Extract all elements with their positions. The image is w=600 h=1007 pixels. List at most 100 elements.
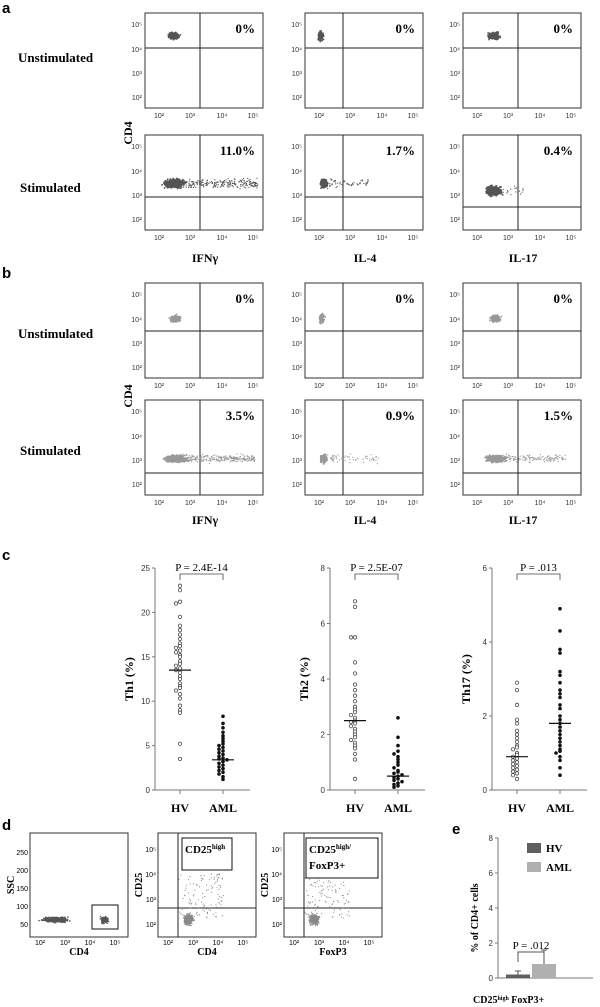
x-axis-title: FoxP3	[319, 947, 346, 958]
x-tick-label: 10²	[314, 383, 325, 390]
x-tick-label: 10⁴	[377, 235, 388, 242]
y-tick-label: 10³	[132, 71, 143, 78]
y-tick-label: 10²	[292, 482, 303, 489]
data-point-aml	[217, 765, 221, 769]
data-point-hv	[177, 710, 183, 715]
x-tick-label: 10²	[314, 235, 325, 242]
data-point-hv	[348, 635, 354, 640]
x-tick-label: 10³	[185, 235, 196, 242]
quadrant-percentage: 0%	[236, 291, 256, 306]
data-point-aml	[392, 782, 396, 787]
flow-event-cloud	[484, 453, 566, 464]
flow-plot-frame-b-stim-1	[304, 399, 424, 496]
data-point-aml	[396, 760, 400, 765]
data-point-aml	[558, 703, 562, 707]
category-label: HV	[171, 801, 189, 815]
y-tick-label: 200	[16, 868, 28, 875]
legend-swatch-hv	[527, 843, 541, 853]
y-tick-label: 10⁵	[131, 22, 142, 29]
data-point-hv	[177, 670, 183, 675]
flow-event-cloud	[168, 313, 182, 323]
data-point-hv	[514, 763, 520, 769]
x-tick-label: 10⁴	[217, 235, 228, 242]
data-point-hv	[514, 745, 520, 750]
x-tick-label: 10⁴	[535, 235, 546, 242]
y-tick-label: 6	[483, 564, 488, 573]
data-point-aml	[396, 757, 400, 762]
data-point-aml	[558, 629, 562, 633]
y-tick-label: 10³	[132, 193, 143, 200]
data-point-hv	[514, 739, 520, 745]
y-tick-label: 0	[321, 786, 326, 795]
event-cloud	[38, 915, 110, 925]
data-point-hv	[352, 710, 358, 715]
x-tick-label: 10⁵	[408, 383, 419, 390]
data-point-aml	[558, 740, 562, 744]
y-axis-title: SSC	[6, 876, 17, 894]
data-point-hv	[352, 735, 358, 740]
x-axis-label-a-il17: IL-17	[509, 251, 538, 265]
category-label: HV	[508, 801, 526, 815]
y-tick-label: 20	[141, 608, 150, 617]
x-tick-label: 10²	[472, 500, 483, 507]
data-point-aml	[396, 763, 400, 767]
data-point-hv	[177, 676, 183, 682]
data-point-hv	[352, 635, 358, 640]
x-axis-label-a-ifng: IFNγ	[192, 251, 219, 265]
data-point-hv	[510, 773, 516, 778]
category-label: AML	[209, 801, 237, 815]
data-point-hv	[514, 756, 520, 761]
bar-hv	[506, 974, 530, 978]
x-tick-label: 10³	[503, 500, 514, 507]
event-cloud	[304, 873, 350, 926]
flow-plot-frame-b-stim-2	[462, 399, 582, 496]
x-tick-label: 10²	[314, 500, 325, 507]
y-tick-label: 2	[483, 712, 488, 721]
flow-plot-frame-a-unstim-1	[304, 12, 424, 109]
y-tick-label: 10⁵	[449, 409, 460, 416]
data-point-hv	[514, 760, 520, 765]
data-point-hv	[348, 712, 354, 718]
quadrant-percentage: 1.7%	[386, 143, 415, 158]
data-point-hv	[514, 767, 520, 772]
data-point-hv	[352, 721, 358, 726]
panel-letter-b: b	[2, 265, 11, 282]
y-tick-label: 10⁴	[449, 317, 460, 324]
data-point-aml	[392, 752, 396, 756]
quadrant-percentage: 0%	[236, 21, 256, 36]
y-tick-label: 10³	[292, 193, 303, 200]
x-tick-label: 10⁵	[248, 235, 259, 242]
series-aml	[387, 716, 409, 790]
x-tick-label: 10⁴	[217, 113, 228, 120]
significance-bracket	[517, 951, 545, 962]
data-point-aml	[221, 739, 225, 743]
data-point-hv	[514, 752, 520, 757]
data-point-hv	[173, 688, 179, 693]
x-tick-label: 10⁴	[213, 940, 224, 947]
x-tick-label: 10²	[35, 940, 46, 947]
data-point-hv	[348, 724, 354, 729]
data-point-aml	[558, 647, 562, 652]
data-point-aml	[392, 785, 396, 790]
data-point-hv	[514, 702, 520, 708]
data-point-hv	[352, 687, 358, 693]
lymphocyte-gate	[91, 904, 119, 930]
x-axis-label-b-ifng: IFNγ	[192, 513, 219, 527]
data-point-hv	[514, 732, 520, 737]
x-tick-label: 10²	[472, 383, 483, 390]
y-tick-label: 8	[321, 564, 326, 573]
category-label: AML	[384, 801, 412, 815]
data-point-aml	[221, 726, 225, 730]
x-tick-label: 10²	[472, 235, 483, 242]
p-value-label: P = .013	[520, 562, 557, 574]
data-point-aml	[221, 742, 225, 746]
flow-event-cloud	[317, 30, 325, 43]
y-tick-label: 10⁵	[291, 22, 302, 29]
quadrant-percentage: 1.5%	[544, 408, 573, 423]
data-point-hv	[177, 756, 183, 762]
